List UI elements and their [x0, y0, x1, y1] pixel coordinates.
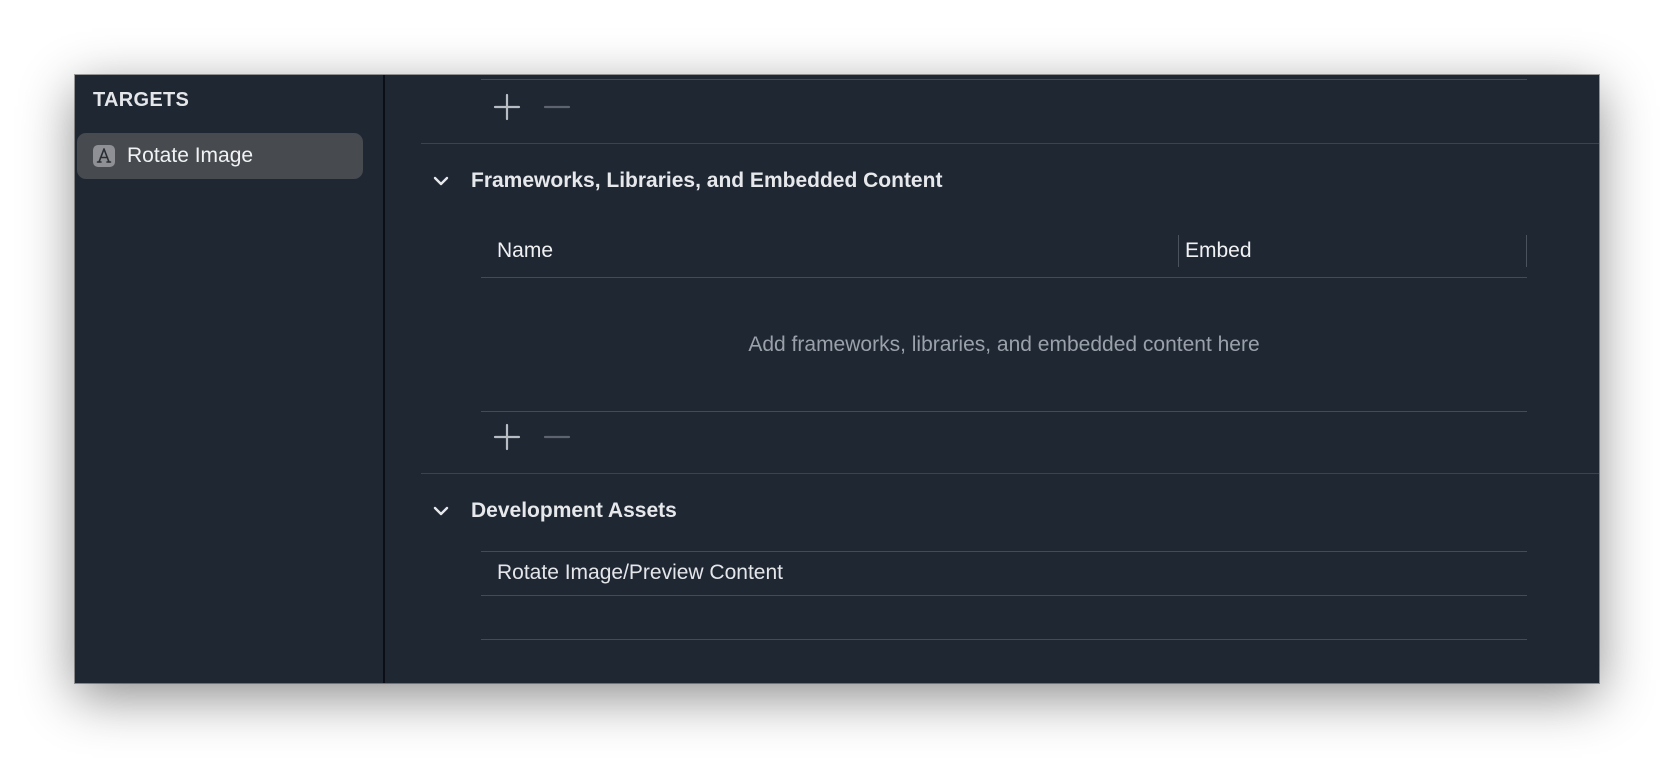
table-header-divider — [481, 277, 1527, 278]
sidebar-item-rotate-image[interactable]: Rotate Image — [77, 133, 363, 179]
list-row-divider — [481, 595, 1527, 596]
add-button[interactable] — [492, 92, 522, 127]
list-item[interactable]: Rotate Image/Preview Content — [497, 561, 783, 584]
add-framework-button[interactable] — [492, 422, 522, 457]
name-column-header[interactable]: Name — [497, 239, 554, 262]
plus-icon — [493, 93, 521, 121]
dev-assets-section-title: Development Assets — [471, 499, 677, 522]
frameworks-disclosure[interactable] — [431, 171, 451, 196]
table-bottom-divider — [481, 411, 1527, 412]
remove-framework-button[interactable] — [542, 422, 572, 457]
xcode-window: TARGETS Rotate Image — [75, 75, 1599, 683]
dev-assets-disclosure[interactable] — [431, 501, 451, 526]
table-bottom-divider — [481, 79, 1527, 80]
remove-button[interactable] — [542, 92, 572, 127]
minus-icon — [543, 105, 571, 109]
sidebar-item-label: Rotate Image — [127, 144, 254, 167]
chevron-down-icon — [433, 176, 449, 186]
chevron-down-icon — [433, 506, 449, 516]
section-separator — [421, 473, 1599, 474]
app-target-icon — [93, 145, 115, 167]
sidebar-heading: TARGETS — [93, 89, 190, 111]
frameworks-empty-message: Add frameworks, libraries, and embedded … — [748, 333, 1260, 356]
list-top-divider — [481, 551, 1527, 552]
minus-icon — [543, 435, 571, 439]
section-separator — [421, 143, 1599, 144]
list-bottom-divider — [481, 639, 1527, 640]
plus-icon — [493, 423, 521, 451]
column-divider[interactable] — [1178, 235, 1179, 267]
embed-column-header[interactable]: Embed — [1185, 239, 1252, 262]
frameworks-section-title: Frameworks, Libraries, and Embedded Cont… — [471, 169, 943, 192]
column-divider-end — [1526, 235, 1527, 267]
build-phases-panel: Frameworks, Libraries, and Embedded Cont… — [385, 75, 1599, 683]
targets-sidebar: TARGETS Rotate Image — [75, 75, 385, 683]
